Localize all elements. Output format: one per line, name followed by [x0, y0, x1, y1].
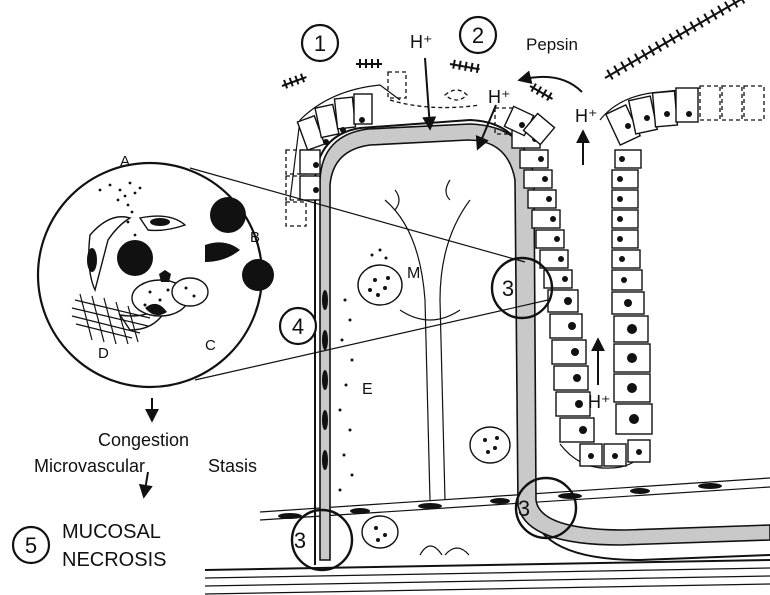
mast-cell-3: [362, 516, 398, 548]
gastric-gland: [504, 86, 764, 468]
pepsin-arrow: [520, 77, 582, 92]
hplus-top-label: H⁺: [410, 32, 433, 52]
step-3-c: 3: [518, 496, 530, 521]
gland-right-wall: [612, 150, 652, 434]
gland-base: [560, 440, 650, 468]
congestion-label: Congestion: [98, 430, 189, 450]
inset-circle: [38, 163, 262, 387]
pepsin-label: Pepsin: [526, 35, 578, 54]
mucus-segments: [280, 0, 763, 102]
inset-label-a: A: [120, 153, 130, 170]
step-3-b: 3: [294, 528, 306, 553]
rbc-3: [242, 259, 274, 291]
inset-label-d: D: [98, 345, 109, 362]
mucosal-label: MUCOSAL: [62, 521, 161, 543]
step-3-a: 3: [502, 276, 514, 301]
step-4: 4: [292, 314, 304, 339]
surface-epithelium-right: [600, 86, 764, 145]
step-5: 5: [25, 533, 37, 558]
step-1: 1: [314, 31, 326, 56]
mast-cell-label: M: [407, 265, 420, 282]
necrosis-label: NECROSIS: [62, 549, 166, 571]
zoom-inset: A B C D: [38, 153, 548, 387]
hplus-low-label: H⁺: [588, 392, 611, 412]
hplus-right-label: H⁺: [575, 106, 598, 126]
inset-label-b: B: [250, 229, 260, 246]
inset-label-c: C: [205, 337, 216, 354]
endothelium-label: E: [362, 381, 373, 398]
mast-cell-2: [470, 427, 510, 463]
mast-cell: [358, 249, 402, 306]
hplus-arrow-top: [425, 58, 430, 128]
microvascular-label: Microvascular: [34, 456, 145, 476]
spindle-cells: [278, 483, 722, 519]
leak-dots: [339, 299, 354, 492]
stasis-label: Stasis: [208, 456, 257, 476]
rbc-1: [117, 240, 153, 276]
hplus-mid-label: H⁺: [488, 87, 511, 107]
rbc-2: [210, 197, 246, 233]
step-2: 2: [472, 23, 484, 48]
